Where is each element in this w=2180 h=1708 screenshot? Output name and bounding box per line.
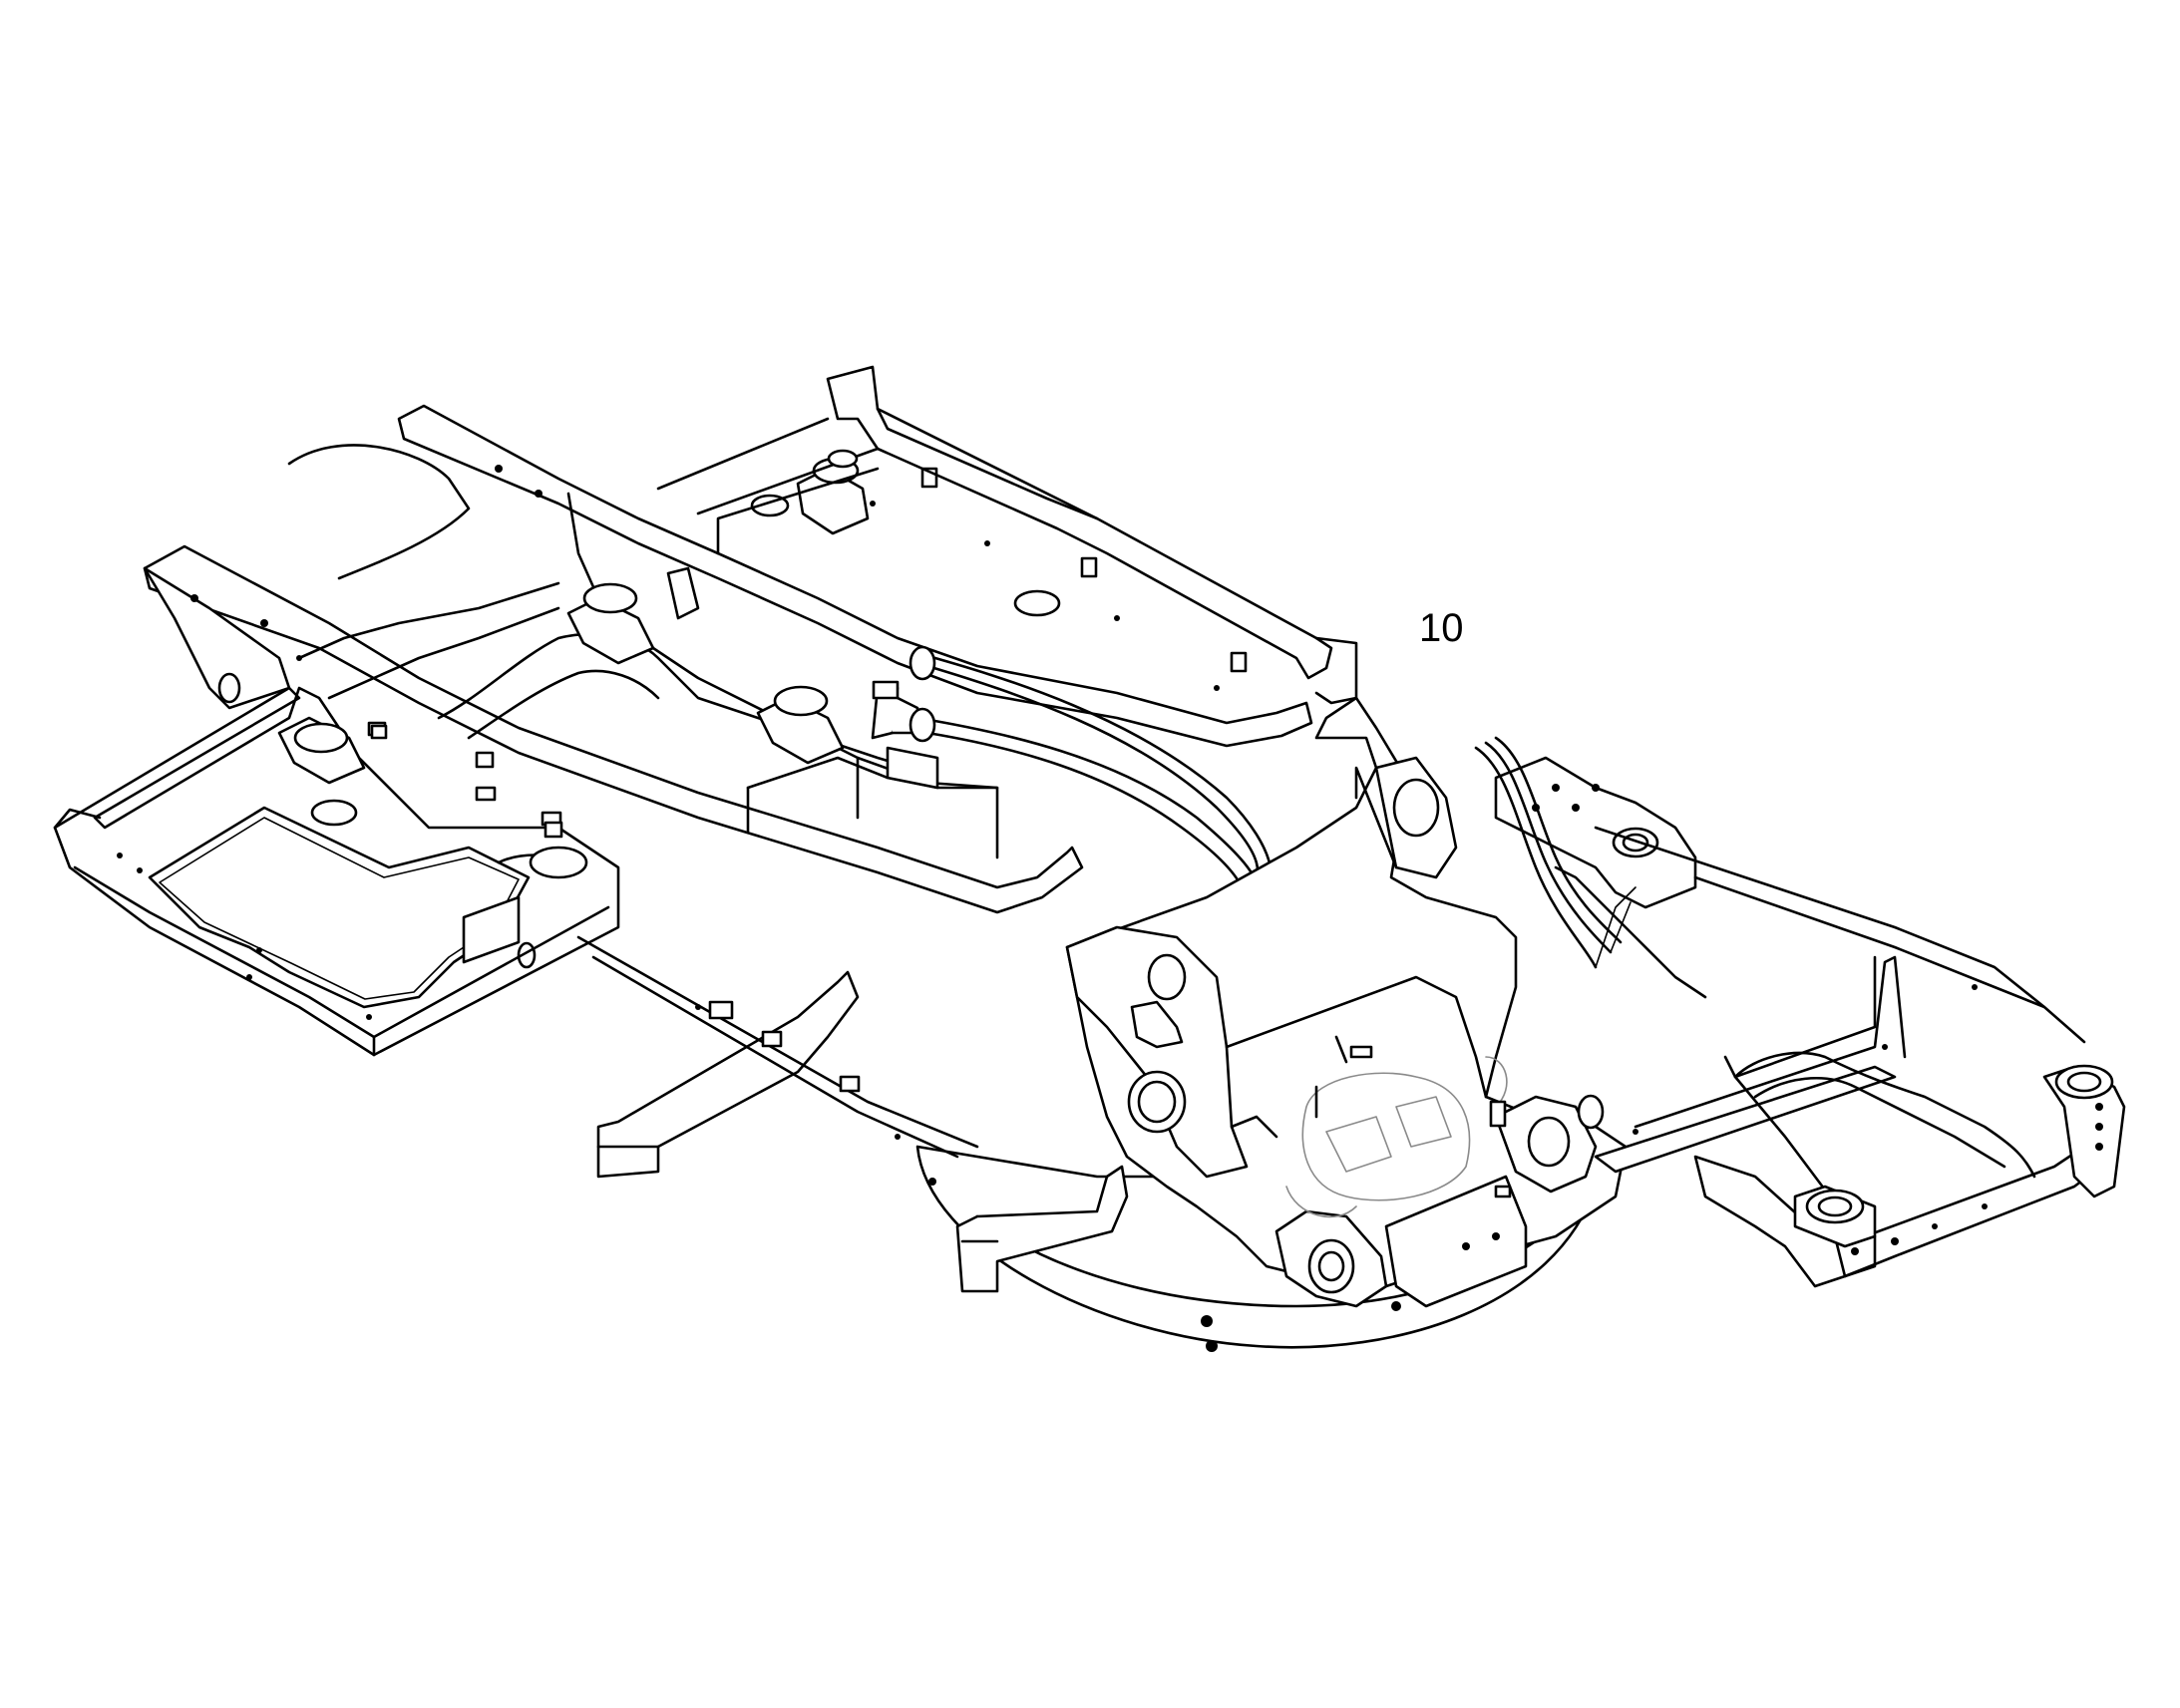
main-frame-rails [143, 404, 1313, 914]
upper-rear-frame [656, 365, 1358, 705]
center-tray [277, 457, 1248, 859]
electrical-harness [1474, 736, 1636, 969]
boom-foot-tower [1065, 696, 1628, 1308]
right-rear-subframe [1494, 756, 2126, 1288]
lower-left-crossbeam [576, 935, 1129, 1293]
left-front-subframe [53, 686, 620, 1057]
callout-label: 10 [1419, 606, 1464, 650]
